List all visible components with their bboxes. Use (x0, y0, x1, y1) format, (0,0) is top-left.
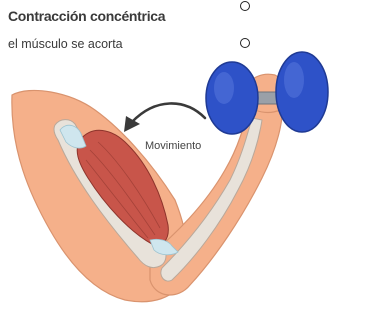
curved-arrow-icon (124, 103, 205, 132)
movement-label: Movimiento (145, 140, 201, 152)
